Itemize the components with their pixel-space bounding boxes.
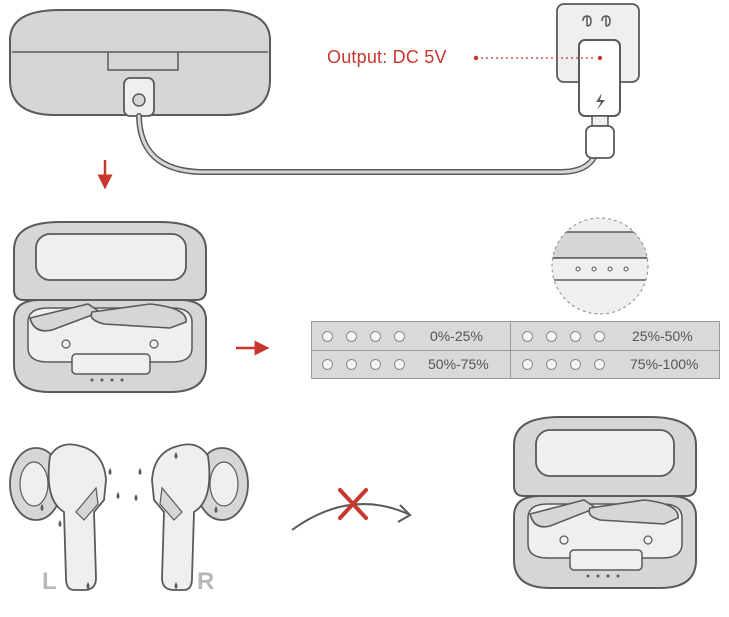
battery-range-label: 75%-100% [630, 356, 699, 372]
battery-cell: 75%-100% [522, 350, 699, 378]
wall-adapter [556, 3, 640, 159]
right-earbud-label: R [197, 568, 215, 595]
battery-range-label: 50%-75% [428, 356, 489, 372]
battery-range-label: 25%-50% [632, 328, 693, 344]
led-dot-icon [594, 330, 605, 342]
charging-case-with-earbuds [513, 416, 697, 589]
led-dot-icon [570, 358, 581, 370]
led-dot-icon [322, 330, 333, 342]
led-dot-icon [346, 358, 357, 370]
usb-cable [136, 113, 601, 175]
charging-case-open [13, 221, 207, 393]
battery-level-table: 0%-25% 25%-50% 50%-75% 75%-100% [311, 321, 720, 379]
led-dot-icon [594, 358, 605, 370]
battery-range-label: 0%-25% [430, 328, 483, 344]
battery-cell: 25%-50% [522, 322, 693, 350]
lightning-icon [596, 93, 605, 110]
led-dot-icon [394, 358, 405, 370]
prohibited-x-icon [338, 488, 368, 520]
left-earbud-label: L [42, 568, 57, 595]
left-earbud [9, 443, 107, 591]
led-dot-icon [570, 330, 581, 342]
output-voltage-label: Output: DC 5V [327, 47, 447, 67]
led-dot-icon [546, 358, 557, 370]
led-dot-icon [522, 358, 533, 370]
led-dot-icon [522, 330, 533, 342]
led-indicator-zoom [551, 217, 649, 315]
led-dot-icon [546, 330, 557, 342]
water-drops-icon [40, 452, 218, 589]
led-dot-icon [394, 330, 405, 342]
led-dot-icon [346, 330, 357, 342]
led-dot-icon [322, 358, 333, 370]
led-dot-icon [370, 330, 381, 342]
battery-cell: 0%-25% [322, 322, 483, 350]
charging-case-closed [9, 9, 271, 117]
led-dot-icon [370, 358, 381, 370]
battery-cell: 50%-75% [322, 350, 489, 378]
right-earbud [151, 443, 249, 591]
